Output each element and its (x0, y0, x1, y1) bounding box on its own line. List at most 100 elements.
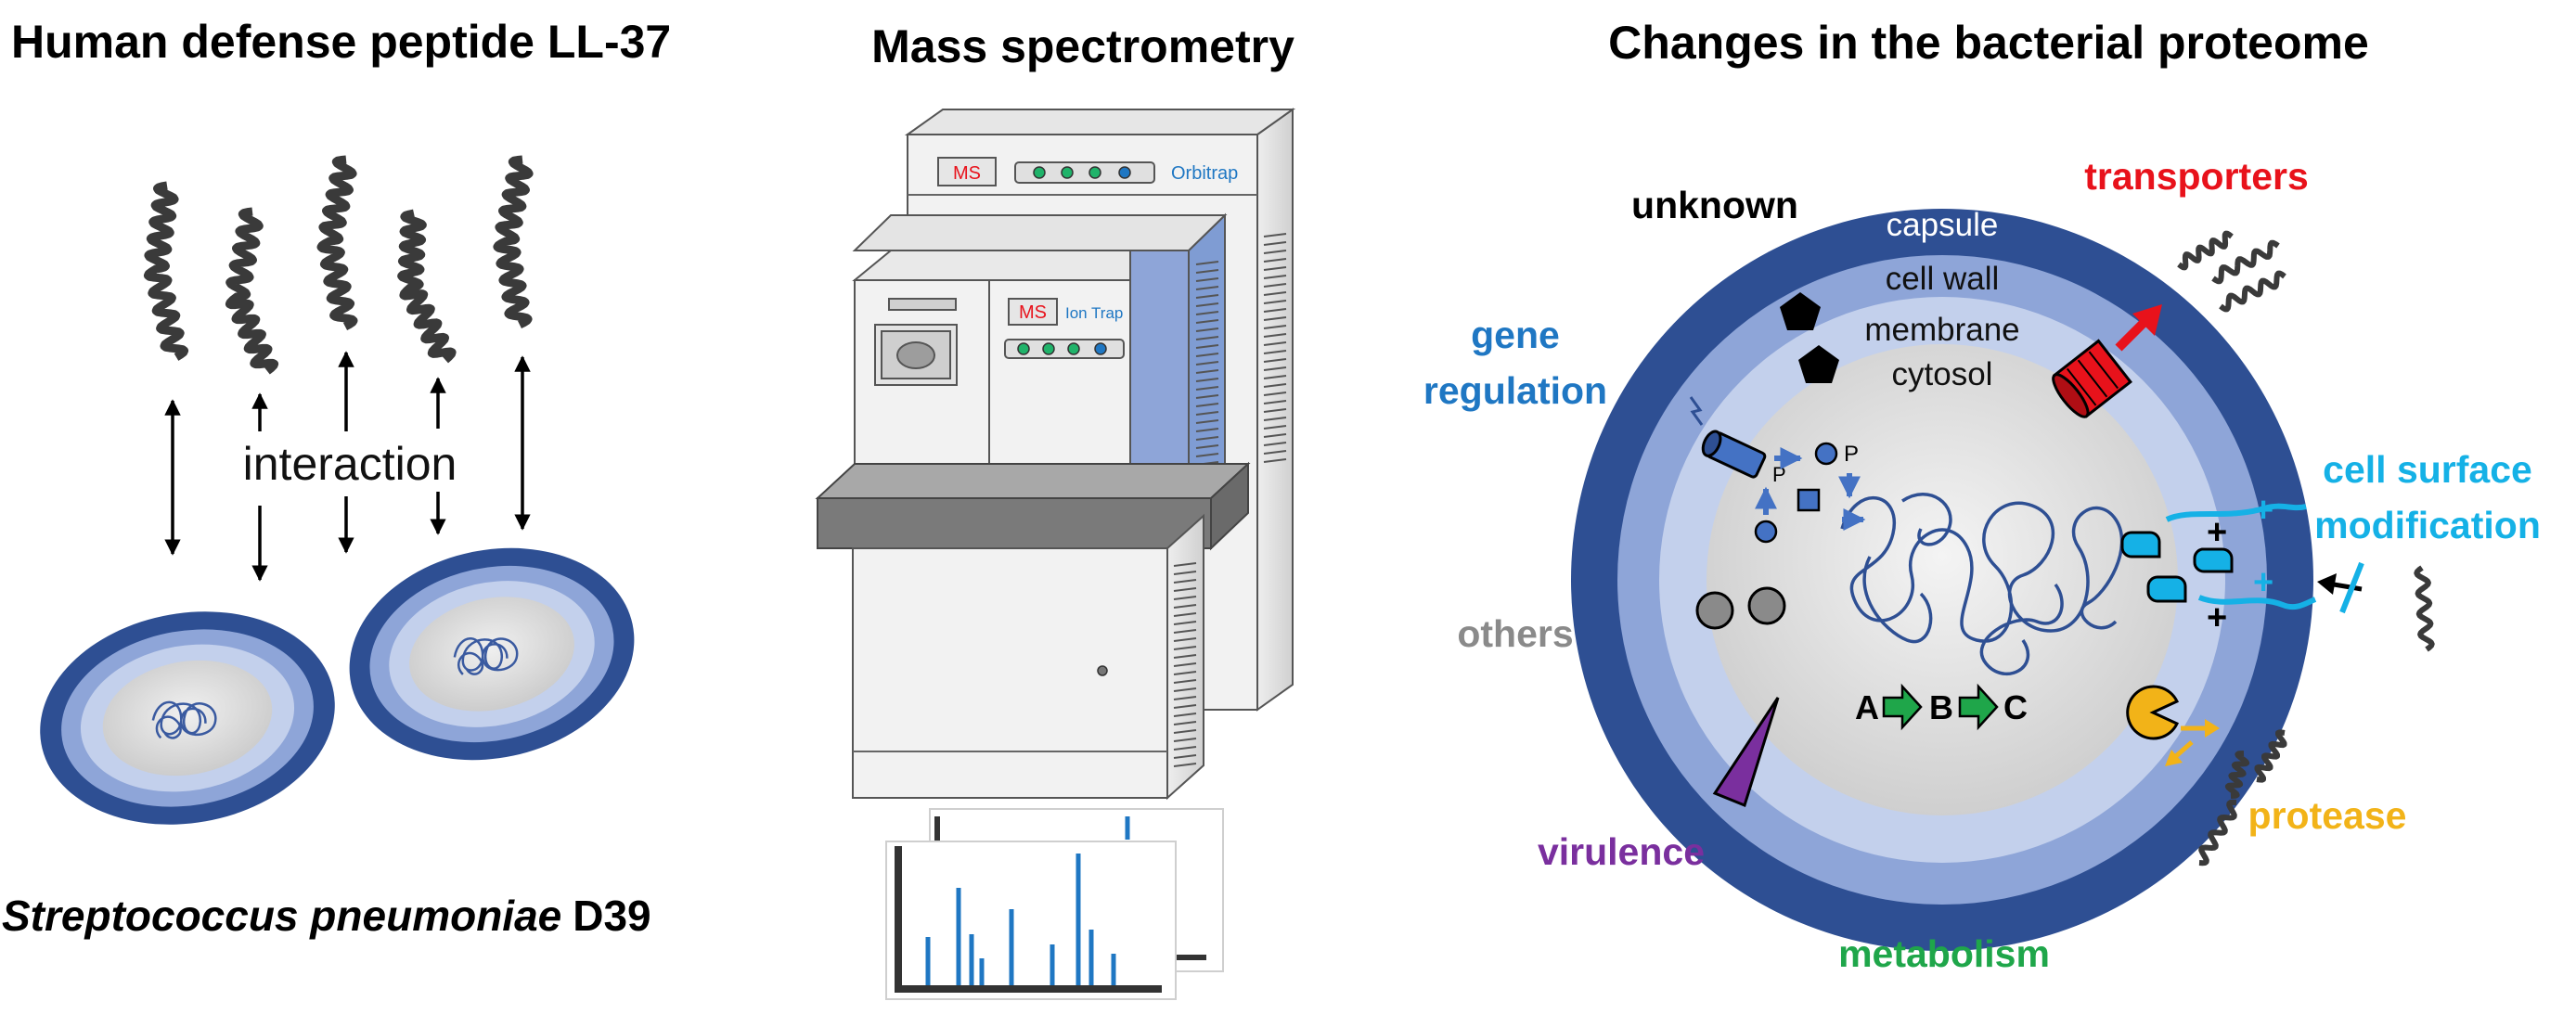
bacterial-cell (1571, 209, 2313, 951)
vent-slot (1195, 369, 1219, 374)
vent-slot (1195, 311, 1219, 315)
ll37-helix (2414, 565, 2435, 652)
vent-slot (1195, 361, 1219, 366)
vent-slot (1263, 308, 1287, 313)
positive-charge-icon: + (2207, 513, 2227, 552)
vent-slot (1173, 712, 1197, 717)
vent-slot (1263, 400, 1287, 404)
surface-protein-icon (2146, 575, 2187, 603)
vent-slot (1263, 408, 1287, 413)
ms-badge-orbitrap-text: MS (953, 163, 981, 184)
sensor-kinase-icon (1701, 430, 1767, 479)
vent-slot (1263, 275, 1287, 279)
category-virulence: virulence (1538, 830, 1705, 873)
vent-slot (1173, 738, 1197, 742)
vent-slot (1195, 261, 1219, 265)
pathway-c: C (2003, 688, 2028, 726)
ll37-helix (2254, 729, 2287, 783)
vent-slot (1263, 375, 1287, 379)
category-others: others (1457, 612, 1573, 655)
vent-slot (1263, 417, 1287, 421)
regulator-square-icon (1797, 488, 1821, 512)
vent-slot (1263, 250, 1287, 254)
vent-slot (1173, 763, 1197, 767)
vent-slot (1173, 571, 1197, 575)
vent-slot (1263, 392, 1287, 396)
vent-slot (1195, 319, 1219, 324)
vent-slot (1263, 341, 1287, 346)
ll37-helix (316, 155, 358, 330)
vent-slot (1263, 333, 1287, 338)
vent-slot (1173, 646, 1197, 650)
vent-slot (1263, 350, 1287, 354)
interaction-arrows (164, 351, 531, 582)
phospho-label: P (1772, 463, 1786, 486)
status-led (1017, 342, 1030, 355)
organism-strain: D39 (573, 892, 650, 940)
ms-badge-orbitrap (937, 157, 997, 186)
panel-title-mass-spec: Mass spectrometry (871, 20, 1294, 72)
cytosol (1707, 344, 2178, 815)
vent-slot (1263, 258, 1287, 263)
transport-arrowhead-icon (2132, 304, 2162, 336)
vent-slot (1195, 386, 1219, 391)
vent-slot (1173, 579, 1197, 584)
vent-slot (1173, 654, 1197, 659)
other-protein-icon (1695, 591, 1734, 630)
ll37-helix (2211, 239, 2280, 285)
orbitrap-led-panel (1014, 161, 1155, 184)
vent-slot (1263, 442, 1287, 446)
vent-slot (1263, 458, 1287, 463)
vent-slot (1195, 302, 1219, 307)
vent-slot (1263, 425, 1287, 430)
gene-regulation-cascade: P P (1689, 396, 1866, 544)
vent-slot (1173, 621, 1197, 625)
ll37-helix (493, 155, 534, 329)
chromosome-dna (1840, 493, 2124, 675)
vent-slot (1195, 453, 1219, 457)
vent-slot (1195, 327, 1219, 332)
category-cell-surface-line1: cell surface (2323, 448, 2532, 491)
ll37-helix (2177, 230, 2234, 271)
vent-slot (1263, 241, 1287, 246)
layer-label-cell-wall: cell wall (1886, 261, 2000, 297)
transport-arrow (2115, 317, 2149, 352)
vent-slot (1173, 729, 1197, 734)
pathway-arrow-icon (1882, 683, 1923, 731)
ll37-helix (2198, 799, 2237, 867)
vent-slot (1173, 746, 1197, 751)
vent-slot (1263, 358, 1287, 363)
protease-icon (2126, 685, 2180, 740)
instrument-bench (815, 461, 1251, 801)
vent-slot (1173, 637, 1197, 642)
surface-protein-icon (2193, 547, 2234, 573)
vent-slot (1173, 604, 1197, 609)
vent-slot (1173, 687, 1197, 692)
interaction-label: interaction (243, 438, 457, 490)
vent-slot (1173, 629, 1197, 634)
ll37-helix (2219, 270, 2286, 313)
vent-slot (1195, 277, 1219, 282)
vent-slot (1195, 428, 1219, 432)
status-led (1088, 166, 1101, 179)
vent-slot (1173, 671, 1197, 675)
vent-slot (1195, 378, 1219, 382)
phospho-label-2: P (1844, 442, 1859, 467)
virulence-factor-icon (1712, 697, 1780, 808)
vent-slot (1173, 679, 1197, 684)
vent-slot (1263, 266, 1287, 271)
vent-slot (1195, 353, 1219, 357)
metabolic-pathway: A B C (1855, 683, 2028, 731)
mass-spectra (885, 808, 1224, 1000)
status-led (1118, 166, 1131, 179)
protease-arrowhead-icon (2165, 750, 2183, 766)
vent-slot (1263, 300, 1287, 304)
unknown-protein-icon (1798, 345, 1839, 383)
vent-slot (1173, 612, 1197, 617)
vent-slot (1173, 754, 1197, 759)
transporter-icon (2052, 339, 2132, 418)
other-protein-icon (1747, 586, 1786, 625)
ms-badge-iontrap (1008, 298, 1058, 326)
